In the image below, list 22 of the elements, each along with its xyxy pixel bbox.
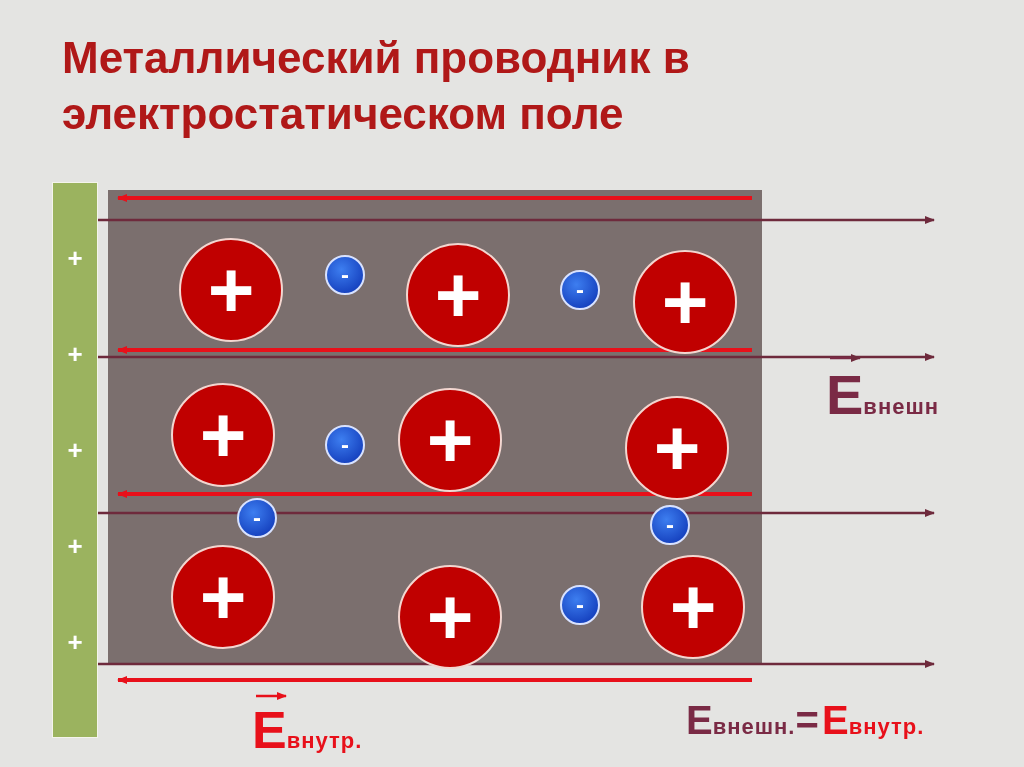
electron: - (325, 255, 365, 295)
plus-sign: + (66, 533, 84, 559)
electron: - (650, 505, 690, 545)
electron: - (237, 498, 277, 538)
positive-ion: + (625, 396, 729, 500)
plus-sign: + (66, 245, 84, 271)
positive-ion: + (633, 250, 737, 354)
positive-ion: + (171, 545, 275, 649)
positive-ion: + (406, 243, 510, 347)
plus-sign: + (66, 341, 84, 367)
electron: - (325, 425, 365, 465)
positive-ion: + (398, 388, 502, 492)
plus-sign: + (66, 437, 84, 463)
title: Металлический проводник в электростатическом поле (62, 32, 691, 140)
positive-ion: + (398, 565, 502, 669)
positive-ion: + (179, 238, 283, 342)
plus-sign: + (66, 629, 84, 655)
electron: - (560, 585, 600, 625)
positive-ion: + (171, 383, 275, 487)
positive-ion: + (641, 555, 745, 659)
electron: - (560, 270, 600, 310)
charged-plate (52, 182, 98, 738)
